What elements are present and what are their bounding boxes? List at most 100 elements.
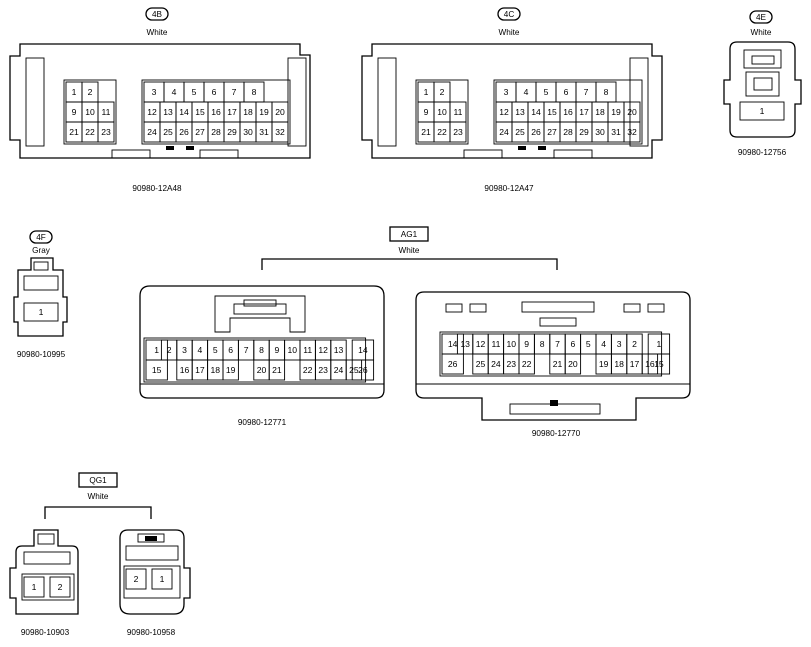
housing-latch <box>23 551 71 565</box>
pin-label: 2 <box>88 87 93 97</box>
pin-label: 14 <box>531 107 541 117</box>
connector-qg1: QG1 White 1 2 90980-10903 2 1 90980-1 <box>9 472 191 637</box>
pin-label: 16 <box>211 107 221 117</box>
pin-label: 22 <box>303 365 313 375</box>
connector-tag-badge <box>749 10 773 24</box>
pin-label: 29 <box>579 127 589 137</box>
pin-label: 1 <box>154 345 159 355</box>
part-number: 90980-12A48 <box>132 184 182 193</box>
pin-label: 3 <box>152 87 157 97</box>
pin-cell <box>49 576 71 598</box>
connector-body <box>139 285 385 399</box>
connector-tag: 4B <box>152 10 163 19</box>
pin-label: 12 <box>476 339 486 349</box>
pin-label: 15 <box>195 107 205 117</box>
pin-label: 23 <box>453 127 463 137</box>
pin-label: 24 <box>147 127 157 137</box>
housing-latch <box>123 565 181 599</box>
pin-label: 4 <box>198 345 203 355</box>
pin-label: 20 <box>257 365 267 375</box>
pin-label: 7 <box>555 339 560 349</box>
housing-key <box>647 303 665 313</box>
pin-label: 15 <box>547 107 557 117</box>
pin-label: 3 <box>182 345 187 355</box>
pin-label: 18 <box>211 365 221 375</box>
pin-label: 11 <box>102 107 111 117</box>
pin-label: 15 <box>654 359 664 369</box>
pin-cell <box>222 359 239 381</box>
housing-key <box>518 146 526 150</box>
pin-label: 20 <box>275 107 285 117</box>
pin-label: 22 <box>522 359 532 369</box>
pin-label: 2 <box>440 87 445 97</box>
housing-latch <box>21 573 75 601</box>
pin-label: 32 <box>627 127 637 137</box>
connector-qg1-right: 2 1 90980-10958 <box>119 529 191 637</box>
pin-label: 17 <box>227 107 237 117</box>
pin-label: 28 <box>563 127 573 137</box>
pin-label: 31 <box>611 127 621 137</box>
pin-label: 9 <box>72 107 77 117</box>
housing-key <box>111 149 151 159</box>
pin-label: 3 <box>617 339 622 349</box>
housing-latch <box>125 545 179 561</box>
pin-cell <box>268 359 286 381</box>
pin-label: 15 <box>152 365 162 375</box>
pin-label: 2 <box>134 574 139 584</box>
housing-key <box>463 149 503 159</box>
connector-color: White <box>147 28 168 37</box>
pin-label: 12 <box>147 107 157 117</box>
pin-label: 14 <box>448 339 458 349</box>
pin-label: 17 <box>195 365 205 375</box>
pin-label: 27 <box>195 127 205 137</box>
pin-block <box>141 79 291 145</box>
pin-label: 10 <box>288 345 298 355</box>
connector-tag: 4F <box>36 233 46 242</box>
housing-latch <box>287 57 307 147</box>
pin-cell <box>23 302 59 322</box>
pin-label: 2 <box>167 345 172 355</box>
pin-label: 19 <box>259 107 269 117</box>
part-number: 90980-10903 <box>21 628 70 637</box>
pin-label: 30 <box>243 127 253 137</box>
pin-cell <box>441 353 464 375</box>
pin-label: 1 <box>424 87 429 97</box>
connector-color: White <box>399 246 420 255</box>
pin-label: 11 <box>454 107 463 117</box>
housing-key <box>145 536 157 541</box>
pin-label: 1 <box>32 582 37 592</box>
pin-label: 1 <box>657 339 662 349</box>
pin-cell <box>623 121 641 143</box>
connector-color: White <box>88 492 109 501</box>
pin-label: 5 <box>544 87 549 97</box>
pin-cell <box>449 121 467 143</box>
housing-key <box>623 303 641 313</box>
pin-label: 17 <box>630 359 640 369</box>
pin-label: 26 <box>448 359 458 369</box>
pin-cell <box>145 359 168 381</box>
pin-cell <box>647 353 671 375</box>
housing-latch <box>521 301 595 313</box>
connector-tag: AG1 <box>401 230 418 239</box>
connector-body <box>723 41 802 138</box>
pin-label: 11 <box>491 339 500 349</box>
pin-label: 19 <box>226 365 236 375</box>
pin-label: 2 <box>58 582 63 592</box>
pin-label: 21 <box>421 127 431 137</box>
pin-cell <box>23 576 45 598</box>
connector-body <box>415 291 691 421</box>
connector-tag-badge <box>497 7 521 21</box>
pin-label: 20 <box>627 107 637 117</box>
pin-label: 3 <box>504 87 509 97</box>
housing-key <box>538 146 546 150</box>
connector-4e: 4E White 1 90980-12756 <box>723 10 802 157</box>
connector-tag-box <box>389 226 429 242</box>
pin-cell <box>564 353 582 375</box>
pin-label: 9 <box>275 345 280 355</box>
pin-label: 10 <box>507 339 517 349</box>
pin-label: 8 <box>540 339 545 349</box>
housing-latch <box>377 57 397 147</box>
connector-tag: QG1 <box>89 476 107 485</box>
